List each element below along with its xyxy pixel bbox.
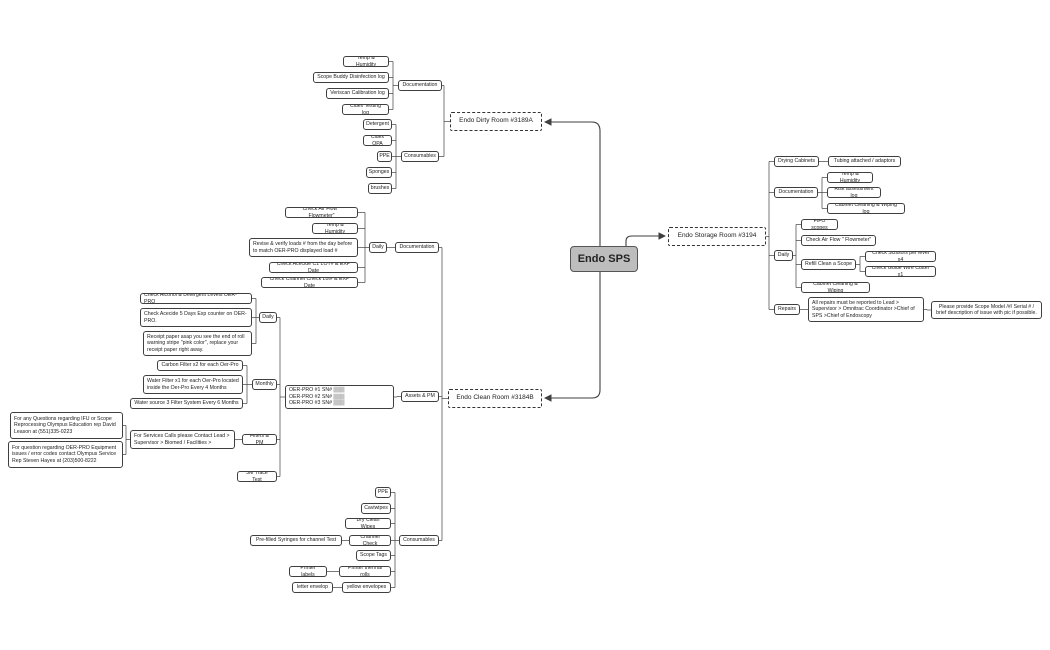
storage-refill-scissors[interactable]: Check Scissors per level x4 bbox=[865, 251, 936, 262]
clean-documentation[interactable]: Documentation bbox=[395, 242, 439, 253]
clean-assets-pm[interactable]: Assets & PM bbox=[401, 391, 439, 402]
dirty-doc-cidex[interactable]: Cidex Testing log bbox=[342, 104, 389, 115]
connector-root-dirty bbox=[543, 118, 601, 246]
dirty-doc-veriscan[interactable]: Veriscan Calibration log bbox=[326, 88, 389, 99]
dirty-cons-sponges[interactable]: Sponges bbox=[366, 167, 392, 178]
clean-cons-channel-check[interactable]: Channel Check bbox=[349, 535, 391, 546]
service-calls-contact[interactable]: For Services Calls please Contact Lead >… bbox=[130, 430, 235, 449]
clean-cons-letter-envelop[interactable]: letter envelop bbox=[292, 582, 333, 593]
clean-cons-dry-wipes[interactable]: Dry Clean Wipes bbox=[345, 518, 391, 529]
connector-root-clean bbox=[543, 272, 601, 402]
dirty-cons-ppe[interactable]: PPE bbox=[377, 151, 392, 162]
assets-monthly[interactable]: Monthly bbox=[252, 379, 277, 390]
dirty-doc-temp[interactable]: Temp & Humidity bbox=[343, 56, 389, 67]
storage-room-node[interactable]: Endo Storage Room #3194 bbox=[668, 227, 766, 246]
dirty-consumables[interactable]: Consumables bbox=[401, 151, 439, 162]
clean-cons-thermal-rolls[interactable]: Printer thermal rolls bbox=[339, 566, 391, 577]
assets-daily-receipt[interactable]: Receipt paper asap you see the end of ro… bbox=[143, 331, 252, 356]
dirty-cons-detergent[interactable]: Detergent bbox=[363, 119, 392, 130]
storage-doc-temp[interactable]: Temp & Humidity bbox=[827, 172, 873, 183]
storage-repairs-note[interactable]: Please provide Scope Model /#/ Serial # … bbox=[931, 301, 1042, 319]
dirty-room-node[interactable]: Endo Dirty Room #3189A bbox=[450, 112, 542, 131]
clean-doc-daily[interactable]: Daily bbox=[369, 242, 387, 253]
assets-3m-trace[interactable]: 3M Trace Test bbox=[237, 471, 277, 482]
assets-daily[interactable]: Daily bbox=[259, 312, 277, 323]
storage-doc-risk[interactable]: Risk assessment log bbox=[827, 187, 881, 198]
storage-daily-cabinet[interactable]: Cabinet Cleaning & Wiping bbox=[801, 282, 870, 293]
storage-tubing[interactable]: Tubing attached / adaptors bbox=[828, 156, 901, 167]
clean-cons-ppe[interactable]: PPE bbox=[375, 487, 391, 498]
assets-daily-acecide[interactable]: Check Acecide 5 Days Exp counter on OER-… bbox=[140, 308, 252, 327]
clean-room-node[interactable]: Endo Clean Room #3184B bbox=[448, 389, 542, 408]
clean-cons-yellow-envelopes[interactable]: yellow envelopes bbox=[342, 582, 391, 593]
storage-repairs[interactable]: Repairs bbox=[774, 304, 800, 315]
storage-documentation[interactable]: Documentation bbox=[774, 187, 818, 198]
clean-cons-caviwipes[interactable]: Caviwipes bbox=[361, 503, 391, 514]
clean-doc-channel-lot[interactable]: Check Channel Check Lot# & EXP Date bbox=[261, 277, 358, 288]
connector-root-storage bbox=[625, 232, 667, 246]
monthly-water-filter[interactable]: Water Filter x1 for each Oer-Pro located… bbox=[143, 375, 243, 394]
clean-cons-scope-tags[interactable]: Scope Tags bbox=[356, 550, 391, 561]
storage-daily[interactable]: Daily bbox=[774, 250, 793, 261]
storage-daily-airflow[interactable]: Check Air Flow " Flowmeter" bbox=[801, 235, 876, 246]
dirty-cons-brushes[interactable]: brushes bbox=[368, 183, 392, 194]
clean-doc-temp[interactable]: Temp & Humidity bbox=[312, 223, 358, 234]
monthly-water-source[interactable]: Water source 3 Filter System Every 6 Mon… bbox=[130, 398, 243, 409]
monthly-carbon-filter[interactable]: Carbon Filter x2 for each Oer-Pro bbox=[157, 360, 243, 371]
oer-pro-units[interactable]: OER-PRO #1 SN# ▒▒▒ OER-PRO #2 SN# ▒▒▒ OE… bbox=[285, 385, 394, 409]
clean-doc-airflow[interactable]: Check Air Flow " Flowmeter" bbox=[285, 207, 358, 218]
dirty-doc-scope-buddy[interactable]: Scope Buddy Disinfection log bbox=[313, 72, 389, 83]
dirty-cons-cidex-opa[interactable]: Cidex OPA bbox=[363, 135, 392, 146]
storage-daily-refill[interactable]: Refill Clean a Scope bbox=[801, 259, 856, 270]
note-oer-equipment[interactable]: For question regarding OER-PRO Equipment… bbox=[8, 441, 123, 468]
assets-daily-alcohol[interactable]: Check Alcohol & Detergent Levels OER-PRO bbox=[140, 293, 252, 304]
storage-doc-cabinet-log[interactable]: Cabinet Cleaning & Wiping log bbox=[827, 203, 905, 214]
dirty-documentation[interactable]: Documentation bbox=[398, 80, 442, 91]
clean-consumables[interactable]: Consumables bbox=[399, 535, 439, 546]
storage-daily-fifo[interactable]: FIFO scopes bbox=[801, 219, 838, 230]
assets-filters-pm[interactable]: Filters & PM bbox=[242, 434, 277, 445]
clean-doc-revise-loads[interactable]: Revise & verify loads # from the day bef… bbox=[249, 238, 358, 257]
storage-repairs-process[interactable]: All repairs must be reported to Lead > S… bbox=[808, 297, 924, 322]
note-ifu-questions[interactable]: For any Questions regarding IFU or Scope… bbox=[10, 412, 123, 439]
storage-drying-cabinets[interactable]: Drying Cabinets bbox=[774, 156, 819, 167]
storage-refill-guide-wire[interactable]: Check Guide Wire Cutter x1 bbox=[865, 266, 936, 277]
clean-doc-acecide-lot[interactable]: Check Acecide C1 LOT# & EXP Date bbox=[269, 262, 358, 273]
clean-cons-syringes[interactable]: Pre-filled Syringes for channel Test bbox=[250, 535, 342, 546]
root-node[interactable]: Endo SPS bbox=[570, 246, 638, 272]
clean-cons-printer-labels[interactable]: Printer labels bbox=[289, 566, 327, 577]
